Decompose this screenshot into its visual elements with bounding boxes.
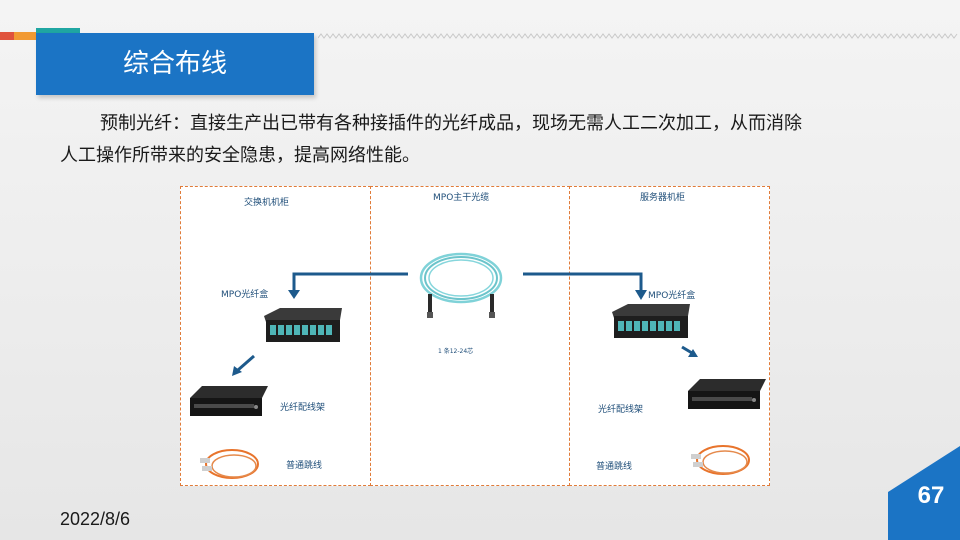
right-patch-panel-label: 光纤配线架: [598, 402, 643, 415]
decor-stripe-orange: [14, 32, 36, 40]
footer-date: 2022/8/6: [60, 509, 130, 530]
mpo-trunk-cable-image: [414, 246, 508, 324]
title-banner: 综合布线: [36, 33, 314, 95]
arrow-left-box-to-panel: [230, 354, 256, 378]
zone-label-switch-cabinet: 交换机机柜: [244, 195, 289, 208]
arrow-trunk-to-left-box: [288, 270, 408, 300]
right-mpo-box-label: MPO光纤盒: [648, 288, 695, 301]
zone-mpo-trunk: [370, 186, 570, 486]
slide-title: 综合布线: [36, 33, 314, 95]
left-patch-panel-image: [186, 380, 270, 424]
arrow-right-box-to-panel: [680, 344, 700, 360]
right-patch-cord-image: [687, 438, 753, 480]
right-mpo-box-image: [608, 302, 692, 342]
right-patch-panel-image: [684, 371, 768, 419]
paragraph-line-1-text: 预制光纤：直接生产出已带有各种接插件的光纤成品，现场无需人工二次加工，从而消除: [100, 113, 802, 134]
paragraph-line-1: 预制光纤：直接生产出已带有各种接插件的光纤成品，现场无需人工二次加工，从而消除: [60, 108, 860, 140]
body-paragraph: 预制光纤：直接生产出已带有各种接插件的光纤成品，现场无需人工二次加工，从而消除 …: [60, 108, 860, 172]
page-number: 67: [904, 482, 958, 510]
zone-label-mpo-trunk: MPO主干光缆: [433, 190, 489, 203]
decor-zigzag-line: [318, 33, 958, 39]
paragraph-line-2: 人工操作所带来的安全隐患，提高网络性能。: [60, 140, 860, 172]
zone-label-server-cabinet: 服务器机柜: [640, 190, 685, 203]
left-mpo-box-image: [260, 306, 344, 346]
left-patch-cord-label: 普通跳线: [286, 458, 322, 471]
left-patch-cord-image: [196, 444, 262, 484]
right-patch-cord-label: 普通跳线: [596, 459, 632, 472]
left-patch-panel-label: 光纤配线架: [280, 400, 325, 413]
trunk-fiber-count-caption: 1 条12-24芯: [438, 346, 473, 355]
left-mpo-box-label: MPO光纤盒: [221, 287, 268, 300]
cabling-diagram: 交换机机柜 MPO主干光缆 服务器机柜 1 条12-24芯: [180, 186, 770, 486]
decor-stripe-red: [0, 32, 14, 40]
arrow-trunk-to-right-box: [523, 270, 648, 302]
